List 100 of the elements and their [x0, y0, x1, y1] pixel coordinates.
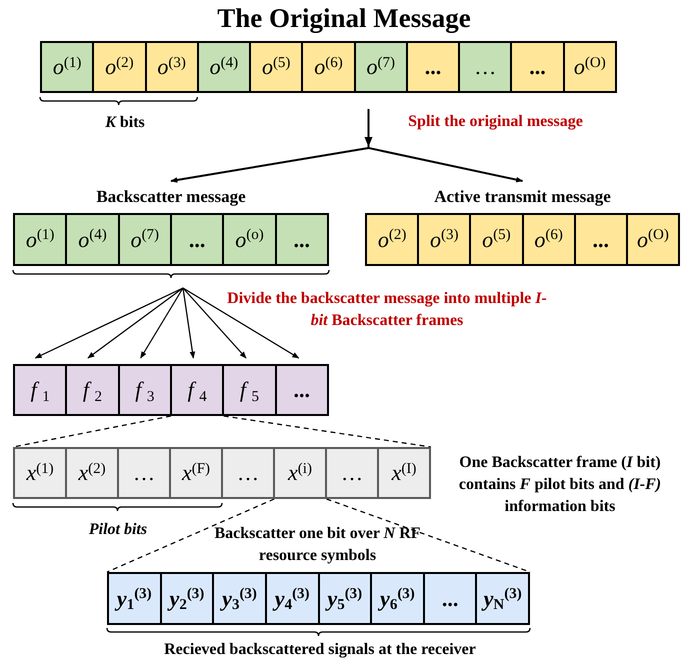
- bit-cell: [320, 574, 372, 623]
- arrow: [182, 288, 196, 359]
- bit-symbol: ...: [529, 56, 546, 78]
- annotation-text: Backscatter one bit over N RF resource symbols: [213, 524, 422, 566]
- bit-cell: [171, 449, 223, 497]
- arrowhead: [364, 137, 372, 147]
- bit-cell: [42, 43, 94, 91]
- bit-cell: [119, 449, 171, 497]
- bit-symbol: x$^{(1)}$: [26, 462, 54, 484]
- bit-cell: [146, 43, 199, 91]
- bit-cell: [109, 574, 162, 623]
- bit-symbol: …: [237, 462, 259, 484]
- bit-cell: [94, 43, 147, 91]
- bit-symbol: ...: [294, 228, 310, 250]
- bit-symbol: ...: [442, 588, 458, 610]
- bit-cell: [471, 215, 524, 264]
- bit-symbol: o$^{(2)}$: [378, 228, 406, 250]
- bit-cell: [198, 43, 252, 91]
- annotation-text: Pilot bits: [88, 520, 148, 540]
- row-heading: Backscatter message: [95, 186, 247, 208]
- arrow: [87, 288, 184, 358]
- bit-cell: [419, 215, 472, 264]
- bit-symbol: f $_{4}$: [188, 379, 207, 401]
- bit-cell: [477, 574, 530, 623]
- bit-symbol: o$^{(3)}$: [430, 228, 458, 250]
- bit-cell: [67, 366, 120, 414]
- arrow: [140, 288, 184, 359]
- bit-symbol: o$^{(7)}$: [130, 228, 160, 250]
- bit-cell: [224, 215, 277, 264]
- bit-symbol: o$^{(6)}$: [534, 228, 563, 250]
- bit-symbol: o$^{(1)}$: [52, 56, 82, 78]
- bit-cell: [172, 215, 224, 264]
- bit-symbol: o$^{(O)}$: [574, 56, 606, 78]
- bit-symbol: o$^{(2)}$: [105, 56, 134, 78]
- bit-cell: [162, 574, 214, 623]
- bit-cell: [303, 43, 356, 91]
- bit-symbol: ...: [424, 56, 442, 78]
- bit-symbol: f $_{3}$: [135, 379, 154, 401]
- dashed-line: [224, 415, 432, 448]
- bit-cell: [276, 215, 329, 264]
- bit-cell: [327, 449, 379, 497]
- bit-cell: [15, 366, 68, 414]
- bit-symbol: o$^{(5)}$: [482, 228, 511, 250]
- diagram-title: The Original Message: [216, 2, 472, 34]
- arrow: [182, 287, 300, 359]
- bit-symbol: …: [474, 56, 496, 78]
- bit-cell: [67, 215, 120, 264]
- annotation-text: K bits: [104, 113, 146, 133]
- bit-cell: [424, 574, 478, 623]
- bit-symbol: ...: [188, 228, 206, 250]
- bit-cell: [224, 366, 277, 414]
- bit-symbol: …: [133, 462, 155, 484]
- bit-cell: [524, 215, 576, 264]
- dashed-line: [106, 498, 274, 573]
- bit-cell: [576, 215, 628, 264]
- bit-symbol: o$^{(4)}$: [210, 56, 238, 78]
- bit-cell: [266, 574, 320, 623]
- bit-symbol: ...: [294, 379, 310, 401]
- row-heading: Active transmit message: [433, 186, 612, 208]
- bit-cell: [67, 449, 119, 497]
- bit-cell: [356, 43, 408, 91]
- bit-cell: [120, 215, 172, 264]
- bit-symbol: o$^{(O)}$: [637, 228, 669, 250]
- bit-symbol: o$^{(7)}$: [366, 56, 395, 78]
- bit-cell: [564, 43, 617, 91]
- bit-cell: [408, 43, 460, 91]
- bit-cell: [367, 215, 420, 264]
- bit-symbol: f $_{2}$: [82, 379, 102, 401]
- bit-symbol: x$^{(I)}$: [392, 462, 416, 484]
- bit-symbol: ...: [592, 228, 610, 250]
- bit-symbol: o$^{(5)}$: [262, 56, 290, 78]
- bit-cell: [15, 449, 67, 497]
- bit-cell: [275, 449, 327, 497]
- bit-symbol: o$^{(6)}$: [314, 56, 343, 78]
- bit-cell: [372, 574, 425, 623]
- bit-cell: [214, 574, 267, 623]
- bit-cell: [120, 366, 172, 414]
- bit-cell: [276, 366, 329, 414]
- arrow: [34, 287, 184, 359]
- bit-cell: [379, 449, 431, 497]
- annotation-text: One Backscatter frame (I bit) contains F pilot bits and (I-F) information bits: [458, 453, 662, 517]
- bit-symbol: o$^{(o)}$: [235, 228, 264, 250]
- bit-symbol: x$^{(2)}$: [78, 462, 106, 484]
- bit-symbol: …: [341, 462, 363, 484]
- bit-symbol: x$^{(i)}$: [288, 462, 312, 484]
- bit-cell: [15, 215, 68, 264]
- annotation-text: Recieved backscattered signals at the receiver: [163, 640, 477, 660]
- bit-cell: [172, 366, 224, 414]
- bit-cell: [628, 215, 680, 264]
- bit-cell: [460, 43, 512, 91]
- bit-symbol: f $_{5}$: [240, 379, 260, 401]
- annotation-text: Divide the backscatter message into multiple I-bit Backscatter frames: [226, 289, 548, 331]
- annotation-text: Split the original message: [407, 112, 584, 132]
- arrow: [182, 288, 246, 359]
- bit-symbol: o$^{(4)}$: [78, 228, 107, 250]
- bit-cell: [223, 449, 275, 497]
- bit-cell: [251, 43, 304, 91]
- bit-symbol: x$^{(F)}$: [182, 462, 210, 484]
- bit-symbol: o$^{(1)}$: [26, 228, 54, 250]
- bit-symbol: f $_{1}$: [30, 379, 50, 401]
